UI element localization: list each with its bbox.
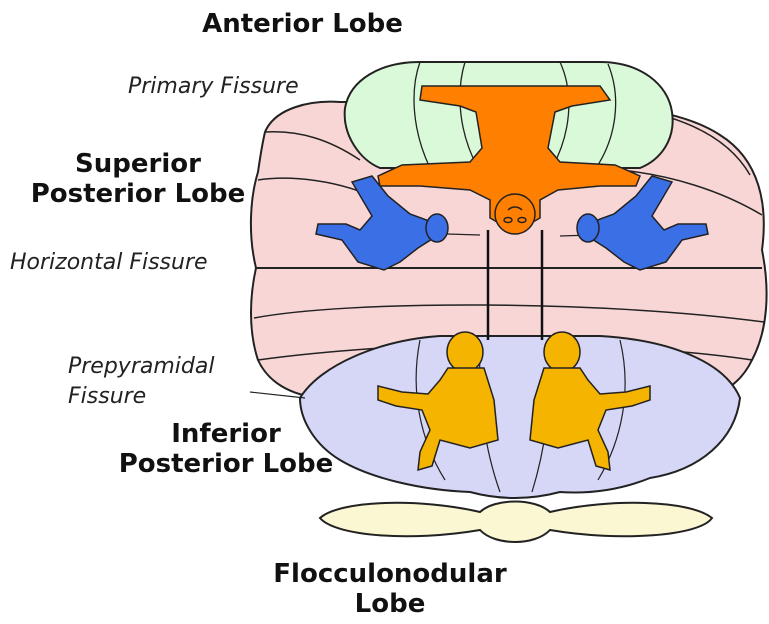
flocculonodular-label-line-1: Flocculonodular	[255, 560, 525, 590]
flocculonodular-lobe	[320, 502, 712, 543]
horizontal-fissure-label: Horizontal Fissure	[10, 250, 208, 275]
inferior-label-line-2: Posterior Lobe	[106, 450, 346, 480]
superior-label-line-1: Superior	[18, 150, 258, 180]
flocculonodular-lobe-label: Flocculonodular Lobe	[255, 560, 525, 620]
superior-label-line-2: Posterior Lobe	[18, 180, 258, 210]
inferior-posterior-lobe	[300, 336, 740, 498]
flocculonodular-label-line-2: Lobe	[255, 590, 525, 620]
inferior-label-line-1: Inferior	[106, 420, 346, 450]
anterior-lobe-label: Anterior Lobe	[190, 10, 415, 40]
primary-fissure-label: Primary Fissure	[128, 74, 299, 99]
inferior-posterior-lobe-label: Inferior Posterior Lobe	[106, 420, 346, 480]
superior-posterior-lobe-label: Superior Posterior Lobe	[18, 150, 258, 210]
prepyramidal-label-line-2: Fissure	[68, 382, 214, 412]
prepyramidal-label-line-1: Prepyramidal	[68, 352, 214, 382]
prepyramidal-fissure-label: Prepyramidal Fissure	[68, 352, 214, 411]
